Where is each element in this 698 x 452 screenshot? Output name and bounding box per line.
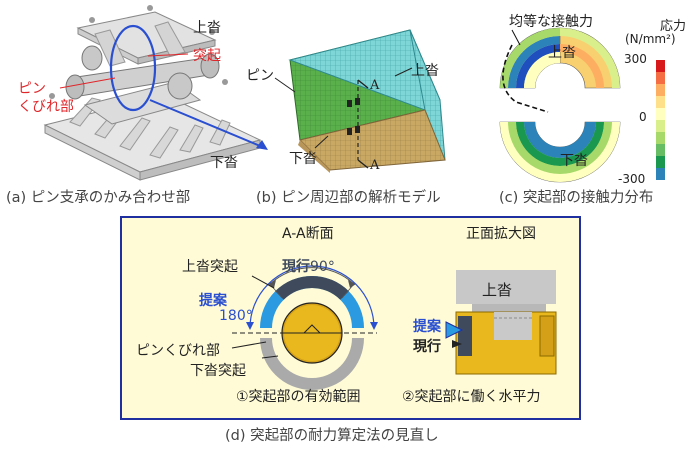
legend-unit: (N/mm²) — [625, 32, 676, 46]
legend-colorbar — [656, 60, 665, 180]
label-lower-shoe-b: 下沓 — [289, 151, 317, 167]
label-neck: くびれ部 — [18, 99, 74, 115]
label-pin-neck: ピンくびれ部 — [136, 343, 220, 359]
label-pin-a: ピン — [18, 81, 46, 97]
label-upper-shoe-b: 上沓 — [411, 63, 439, 79]
label-protrusion: 突起 — [193, 48, 221, 64]
label-pin-b: ピン — [246, 68, 274, 84]
section-mark-a-top: A — [370, 78, 380, 93]
label-proposal-angle: 180° — [219, 308, 253, 324]
caption-a: (a) ピン支承のかみ合わせ部 — [6, 190, 191, 206]
caption-c: (c) 突起部の接触力分布 — [499, 190, 654, 206]
subcaption-effective-range: ①突起部の有効範囲 — [236, 389, 361, 405]
title-section-aa: A-A断面 — [282, 226, 334, 242]
label-upper-protrusion: 上沓突起 — [182, 259, 238, 275]
label-current-2: 現行 — [413, 339, 441, 355]
legend-max: 300 — [624, 52, 647, 66]
highlight-ellipse — [109, 24, 157, 112]
label-proposal-2: 提案 — [413, 319, 441, 335]
label-lower-shoe-c: 下沓 — [560, 153, 588, 169]
label-lower-protrusion: 下沓突起 — [190, 363, 246, 379]
legend-min: -300 — [618, 172, 646, 186]
label-uniform-contact: 均等な接触力 — [509, 14, 593, 30]
enlarged-view — [445, 270, 557, 375]
section-mark-a-bottom: A — [370, 158, 380, 173]
label-lower-shoe-a: 下沓 — [210, 155, 238, 171]
label-upper-shoe-a: 上沓 — [193, 20, 221, 36]
label-upper-shoe-d: 上沓 — [482, 281, 513, 299]
label-current-angle: 90° — [310, 259, 335, 275]
caption-b: (b) ピン周辺部の解析モデル — [256, 190, 441, 206]
legend-title: 応力 — [660, 19, 687, 34]
caption-d: (d) 突起部の耐力算定法の見直し — [225, 428, 439, 444]
legend-mid: 0 — [639, 110, 647, 124]
label-proposal: 提案 — [199, 293, 227, 309]
label-current-top: 現行90° — [282, 256, 335, 276]
label-current-text: 現行 — [282, 259, 310, 275]
label-upper-shoe-c: 上沓 — [548, 45, 576, 61]
title-enlarged-view: 正面拡大図 — [466, 226, 536, 242]
subcaption-horizontal-force: ②突起部に働く水平力 — [402, 389, 541, 405]
